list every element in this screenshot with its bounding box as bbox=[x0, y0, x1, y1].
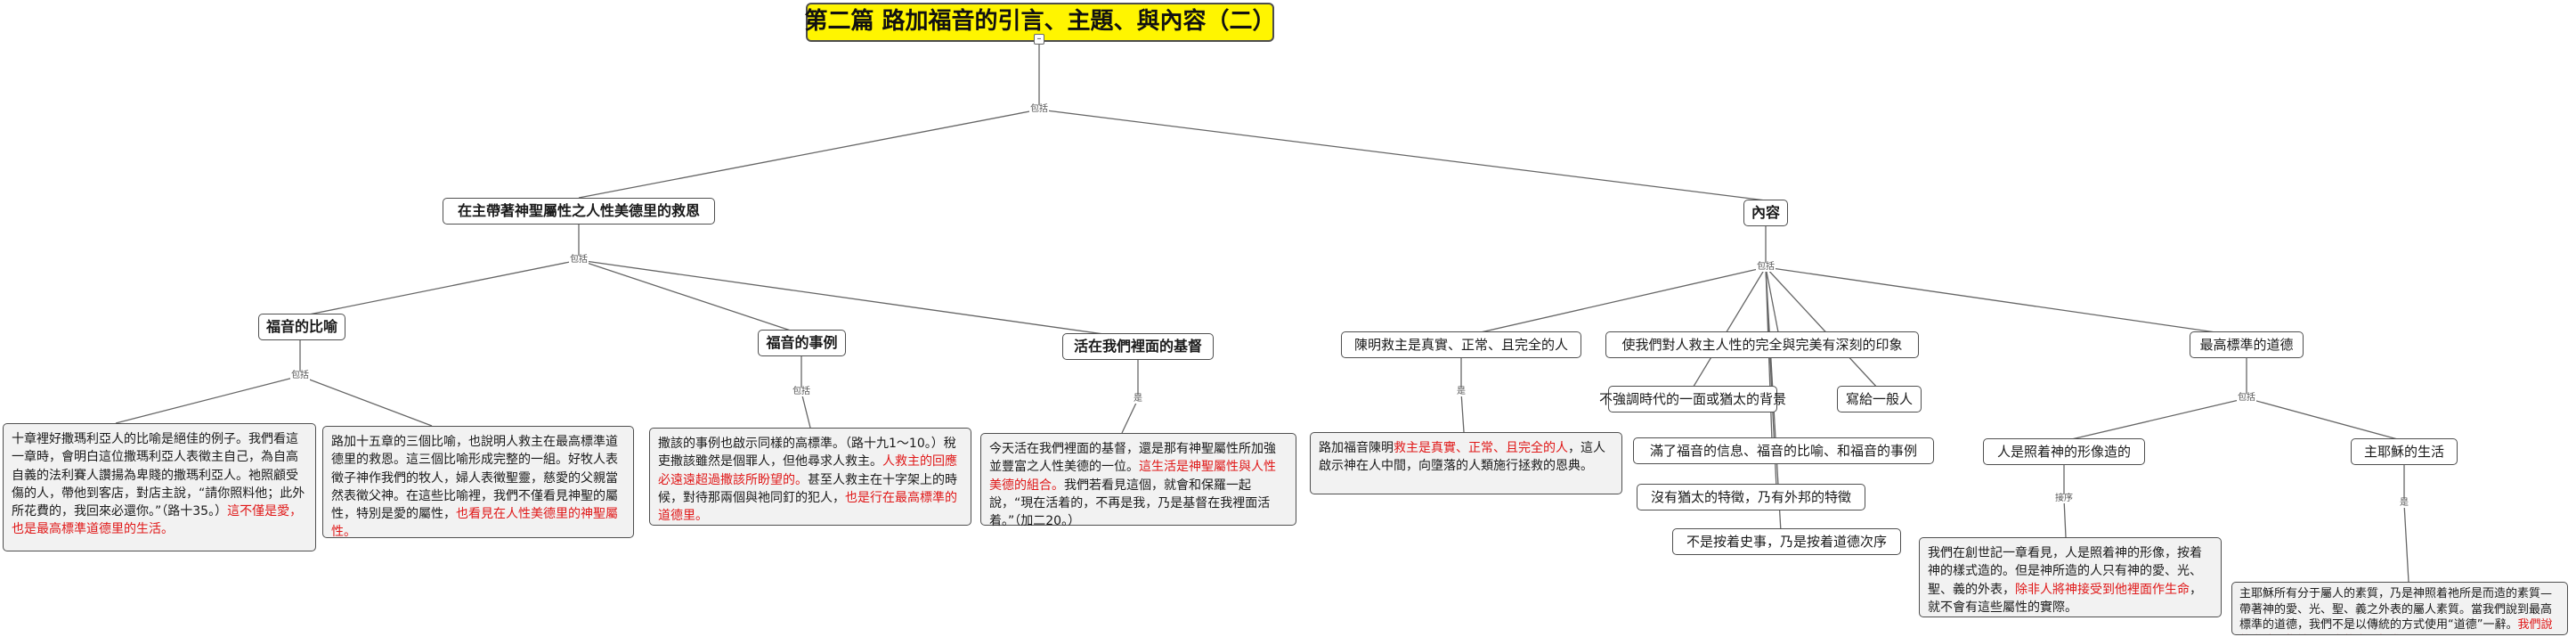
connector-label-content: 包括 bbox=[1756, 262, 1776, 272]
topic-lord-jesus-life[interactable]: 主耶穌的生活 bbox=[2351, 438, 2458, 465]
note-lord-jesus-life[interactable]: 主耶穌所有分于屬人的素質，乃是神照着祂所是而造的素質—帶著神的愛、光、聖、義之外… bbox=[2231, 582, 2568, 635]
topic-image-of-god[interactable]: 人是照着神的形像造的 bbox=[1983, 438, 2145, 465]
note-zacchaeus[interactable]: 撒該的事例也啟示同樣的高標準。（路十九1～10。）稅吏撒該雖然是個罪人，但他尋求… bbox=[649, 428, 971, 526]
topic-savior-genuine-man[interactable]: 陳明救主是真實、正常、且完全的人 bbox=[1341, 331, 1581, 358]
topic-gospel-parables[interactable]: 福音的比喻 bbox=[258, 314, 345, 340]
topic-christ-living-in-us[interactable]: 活在我們裡面的基督 bbox=[1062, 333, 1214, 360]
topic-item-no-jewish-background[interactable]: 不強調時代的一面或猶太的背景 bbox=[1599, 386, 1786, 412]
topic-gospel-events[interactable]: 福音的事例 bbox=[758, 330, 846, 356]
connector-label-savior: 是 bbox=[1456, 387, 1467, 396]
connector-label-life: 是 bbox=[2399, 498, 2409, 508]
connector-label-events: 包括 bbox=[792, 387, 811, 396]
note-christ-living[interactable]: 今天活在我們裡面的基督，還是那有神聖屬性所加強並豐富之人性美德的一位。這生活是神… bbox=[980, 433, 1296, 528]
connector-label-image: 接序 bbox=[2054, 494, 2074, 503]
topic-item-gentile-features[interactable]: 沒有猶太的特徵，乃有外邦的特徵 bbox=[1637, 484, 1865, 510]
connector-label-left: 包括 bbox=[569, 255, 589, 265]
connector-label-living: 是 bbox=[1133, 394, 1143, 404]
connector-label-root: 包括 bbox=[1029, 104, 1049, 114]
note-savior-genuine-man[interactable]: 路加福音陳明救主是真實、正常、且完全的人，這人啟示神在人中間，向墮落的人類施行拯… bbox=[1310, 432, 1622, 494]
topic-deep-impression[interactable]: 使我們對人救主人性的完全與完美有深刻的印象 bbox=[1605, 331, 1919, 358]
collapse-toggle-icon[interactable]: – bbox=[1034, 34, 1044, 45]
connector-label-highest: 包括 bbox=[2237, 393, 2256, 403]
note-parables-luke15[interactable]: 路加十五章的三個比喻，也說明人救主在最高標準道德里的救恩。這三個比喻形成完整的一… bbox=[322, 426, 634, 539]
topic-highest-morality[interactable]: 最高標準的道德 bbox=[2190, 331, 2304, 358]
branch-salvation-topic[interactable]: 在主帶著神聖屬性之人性美德里的救恩 bbox=[443, 198, 715, 225]
branch-content-topic[interactable]: 內容 bbox=[1743, 200, 1788, 226]
root-title: 第二篇 路加福音的引言、主題、與內容（二） bbox=[804, 8, 1276, 36]
topic-item-for-general-people[interactable]: 寫給一般人 bbox=[1837, 386, 1922, 412]
note-image-of-god[interactable]: 我們在創世記一章看見，人是照着神的形像，按着神的樣式造的。但是神所造的人只有神的… bbox=[1919, 537, 2222, 617]
connector-label-parables: 包括 bbox=[290, 371, 310, 380]
topic-item-moral-sequence[interactable]: 不是按着史事，乃是按着道德次序 bbox=[1672, 528, 1901, 555]
note-parable-samaritan[interactable]: 十章裡好撒瑪利亞人的比喻是絕佳的例子。我們看這一章時，會明白這位撒瑪利亞人表徵主… bbox=[3, 423, 316, 551]
topic-item-full-of-gospel[interactable]: 滿了福音的信息、福音的比喻、和福音的事例 bbox=[1633, 437, 1934, 464]
